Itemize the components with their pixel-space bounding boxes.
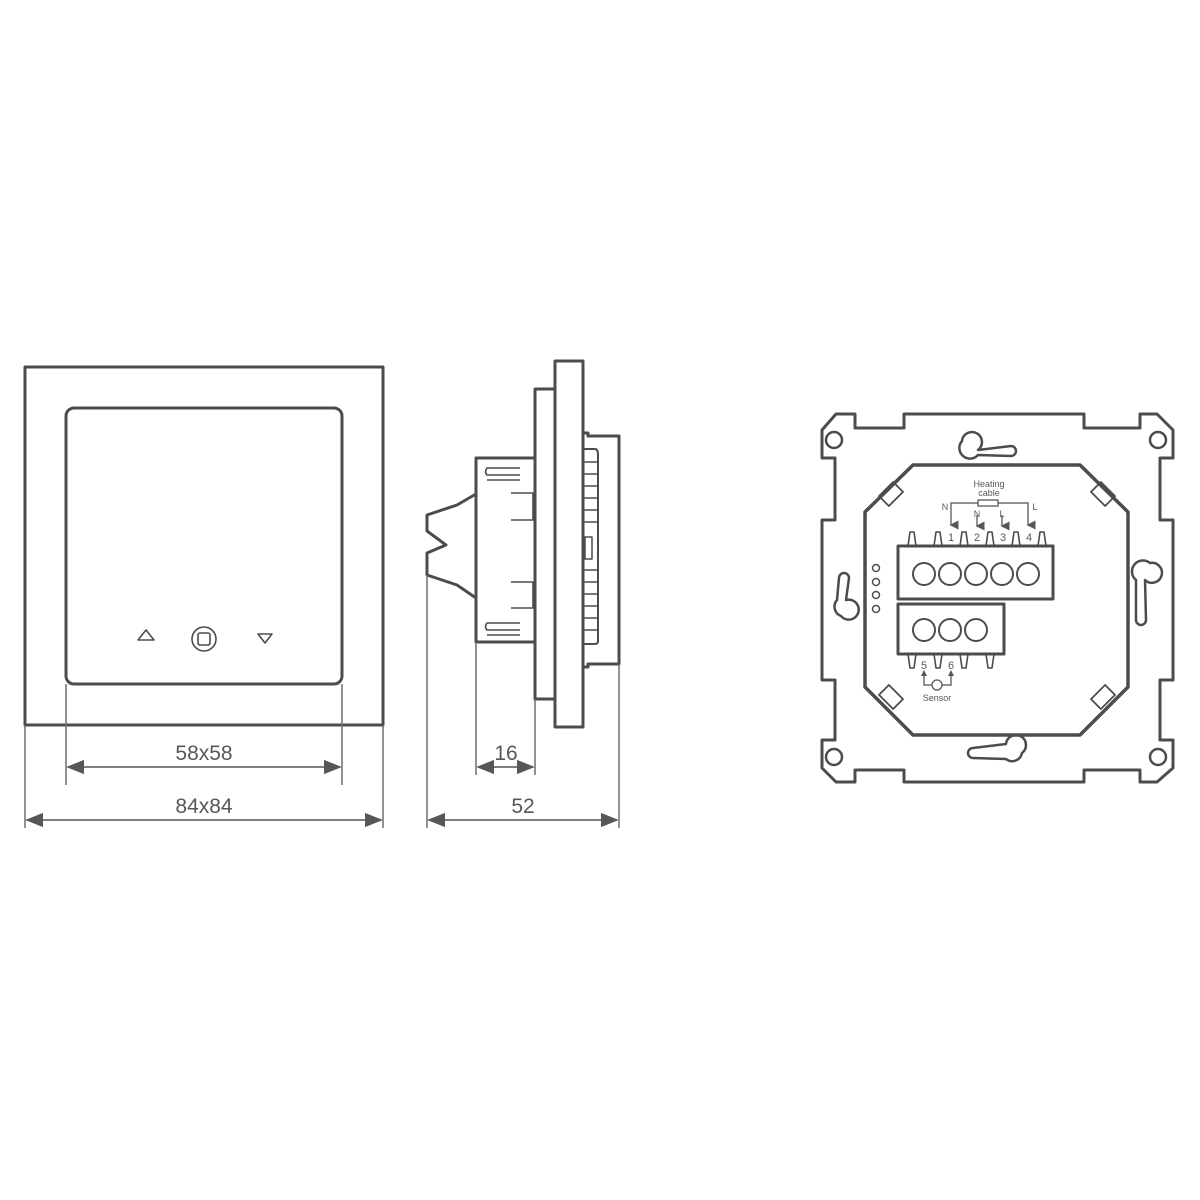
dimension-outer: 84x84	[175, 795, 233, 818]
dimension-mount-depth: 16	[494, 742, 517, 765]
keyhole-slot-icon	[958, 430, 1018, 460]
screw-hole-icon	[824, 747, 844, 767]
svg-text:N: N	[942, 502, 949, 512]
terminal-4: 4	[1026, 532, 1032, 544]
cable-label: cable	[978, 488, 1000, 498]
screw-hole-icon	[1148, 747, 1168, 767]
terminal-6: 6	[948, 660, 954, 672]
terminal-2: 2	[974, 532, 980, 544]
outer-frame	[23, 365, 385, 727]
screw-hole-icon	[824, 430, 844, 450]
screw-hole-icon	[1148, 430, 1168, 450]
keyhole-slot-icon	[966, 733, 1028, 763]
inner-panel	[64, 406, 344, 686]
mounting-plate	[820, 412, 1175, 784]
keyhole-slot-icon	[833, 571, 860, 621]
dimension-inner: 58x58	[175, 742, 232, 765]
sensor-label: Sensor	[923, 693, 952, 703]
terminal-3: 3	[1000, 532, 1006, 544]
svg-text:L: L	[1032, 502, 1037, 512]
front-plate	[553, 359, 585, 729]
led-indicators	[871, 563, 881, 614]
triangle-up-icon[interactable]	[137, 629, 155, 641]
terminal-block-bottom	[896, 602, 1006, 656]
module-body	[863, 463, 1130, 737]
svg-text:N: N	[974, 509, 981, 519]
back-view: Heating cable N L N L 1 2 3 4 5 6 Sensor	[820, 412, 1175, 784]
side-view: 16 52	[425, 359, 621, 828]
terminal-5: 5	[921, 660, 927, 672]
sensor-icon	[931, 679, 943, 691]
heating-label: Heating	[973, 479, 1004, 489]
dimension-total-depth: 52	[511, 795, 534, 818]
svg-text:L: L	[999, 509, 1004, 519]
triangle-down-icon[interactable]	[257, 633, 273, 644]
front-view: 58x58 84x84	[23, 365, 385, 828]
heating-cable-resistor-icon	[977, 499, 999, 507]
keyhole-slot-icon	[1130, 559, 1164, 627]
terminal-1: 1	[948, 532, 954, 544]
square-in-circle-icon[interactable]	[191, 626, 217, 652]
frame-plate	[533, 387, 557, 701]
terminal-block-top	[896, 544, 1055, 601]
